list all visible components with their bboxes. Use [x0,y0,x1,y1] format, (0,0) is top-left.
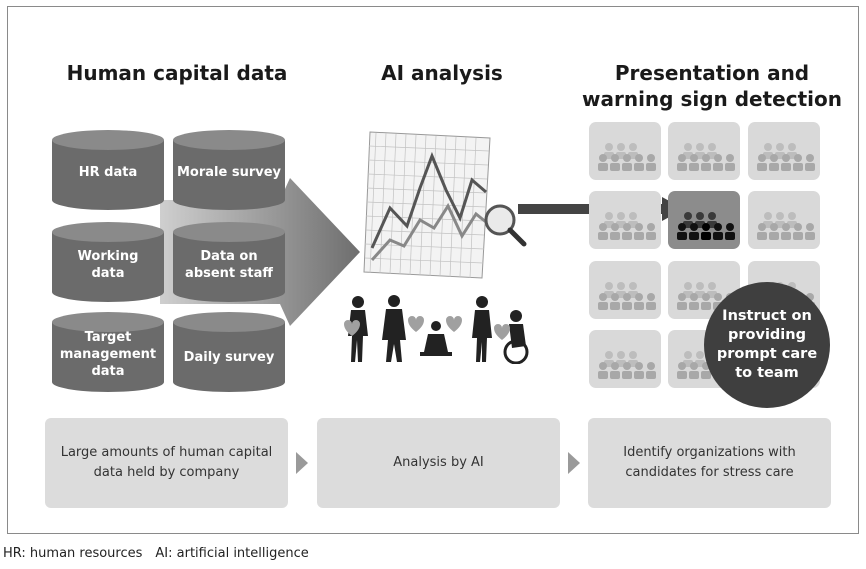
heading-presentation-line2: warning sign detection [582,87,842,111]
cylinder-label: Data on [200,249,258,264]
cylinder-daily-survey: Daily survey [173,312,285,392]
team-tile [748,122,820,180]
step-box-analysis: Analysis by AI [317,418,560,508]
step-arrow-icon [568,452,580,474]
cylinder-absent-staff: Data on absent staff [173,222,285,302]
cylinder-hr-data: HR data [52,130,164,210]
heading-presentation: Presentation and warning sign detection [582,60,842,112]
cylinder-label: Daily survey [183,350,275,365]
step-box-human-capital: Large amounts of human capital data held… [45,418,288,508]
step-box-text: Large amounts of human capital [60,445,273,460]
step-arrow-icon [296,452,308,474]
cylinder-label: data [91,364,125,379]
team-tile [589,261,661,319]
cylinder-label: HR data [78,165,138,180]
step-box-text: Identify organizations with [623,445,796,460]
team-tile-highlighted [668,191,740,249]
footnote: HR: human resources AI: artificial intel… [3,546,309,561]
step-box-identify: Identify organizations with candidates f… [588,418,831,508]
diagram-frame [7,6,859,534]
instruct-care-callout: Instruct on providing prompt care to tea… [704,282,830,408]
cylinder-morale-survey: Morale survey [173,130,285,210]
step-box-text: candidates for stress care [625,465,794,480]
heading-ai-analysis: AI analysis [381,61,503,85]
cylinder-label: Working [77,249,139,264]
cylinder-label: Target [84,330,132,345]
step-box-text: Analysis by AI [393,455,484,470]
cylinder-working-data: Working data [52,222,164,302]
callout-line: providing [728,327,806,343]
cylinder-label: absent staff [185,266,273,281]
cylinder-label: Morale survey [176,165,282,180]
team-tile [589,191,661,249]
cylinder-label: management [59,347,157,362]
team-tile [748,191,820,249]
step-box-text: data held by company [93,465,240,480]
heading-presentation-line1: Presentation and [614,61,810,85]
callout-line: to team [735,365,799,381]
heading-human-capital-data: Human capital data [66,61,288,85]
cylinder-target-management: Target management data [52,312,164,392]
team-tile [668,122,740,180]
ai-analysis-chart-icon [363,131,527,279]
team-tile [589,122,661,180]
cylinder-label: data [91,266,125,281]
people-silhouettes-icon [344,295,529,364]
callout-line: prompt care [716,346,818,362]
callout-line: Instruct on [722,308,812,324]
team-tile [589,330,661,388]
